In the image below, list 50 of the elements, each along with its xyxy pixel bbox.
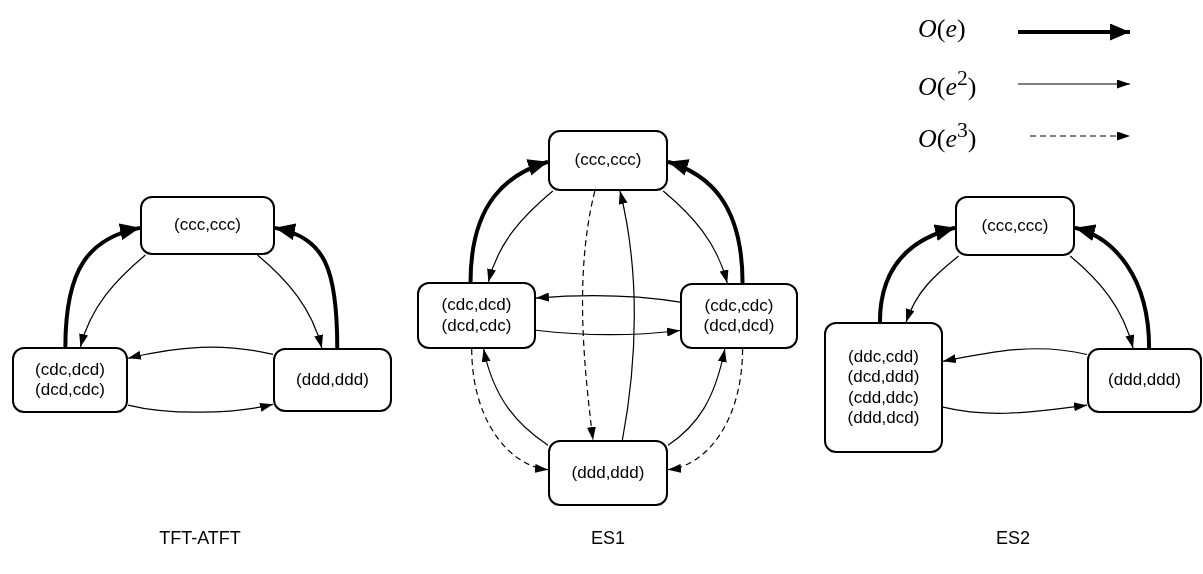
legend-label: O(e$^{3}$) <box>918 118 977 154</box>
state-box <box>680 283 798 349</box>
legend-label: O(e) <box>918 14 966 44</box>
diagram-caption: ES1 <box>591 528 625 549</box>
legend-label: O(e$^{2}$) <box>918 66 977 102</box>
state-label: (ddd,ddd) <box>295 369 370 391</box>
arrow <box>942 348 1088 364</box>
arrow <box>905 255 960 323</box>
state-box <box>417 282 536 349</box>
diagram-caption: TFT-ATFT <box>159 528 241 549</box>
arrow <box>662 190 728 284</box>
state-label: (cdc,cdc) (dcd,dcd) <box>702 295 776 337</box>
state-label: (ccc,ccc) <box>980 215 1050 237</box>
arrow <box>63 224 141 348</box>
arrow <box>487 190 554 283</box>
state-box <box>548 130 668 191</box>
arrow <box>274 224 340 349</box>
arrow <box>877 225 956 323</box>
arrow <box>667 159 745 284</box>
arrow <box>1074 225 1152 349</box>
state-label: (ddd,ddd) <box>1107 370 1182 391</box>
arrow <box>582 190 596 441</box>
arrow <box>127 346 274 360</box>
arrow <box>618 190 635 441</box>
state-label: (ccc,ccc) <box>573 150 643 171</box>
arrow <box>471 348 549 472</box>
arrow <box>468 159 549 283</box>
state-box <box>12 347 128 413</box>
arrow <box>256 254 323 349</box>
state-box <box>955 196 1075 256</box>
arrow <box>482 348 549 446</box>
state-label: (cdc,dcd) (dcd,cdc) <box>440 295 513 336</box>
state-box <box>1087 348 1202 413</box>
arrow <box>667 348 744 472</box>
arrow <box>127 402 274 413</box>
state-box <box>548 440 668 506</box>
arrow <box>535 327 681 337</box>
arrow <box>535 292 681 303</box>
state-box <box>140 196 275 255</box>
state-label: (ddc,cdd) (dcd,ddd) (cdd,ddc) (ddd,dcd) <box>846 346 921 429</box>
arrow <box>1069 255 1134 349</box>
arrow <box>79 254 146 348</box>
arrow <box>667 348 727 446</box>
arrow <box>942 402 1088 414</box>
state-box <box>824 322 943 453</box>
state-box <box>273 348 392 412</box>
state-label: (ddd,ddd) <box>570 462 646 484</box>
diagram-caption: ES2 <box>996 528 1030 549</box>
state-label: (ccc,ccc) <box>172 215 242 236</box>
state-label: (cdc,dcd) (dcd,cdc) <box>34 359 106 401</box>
